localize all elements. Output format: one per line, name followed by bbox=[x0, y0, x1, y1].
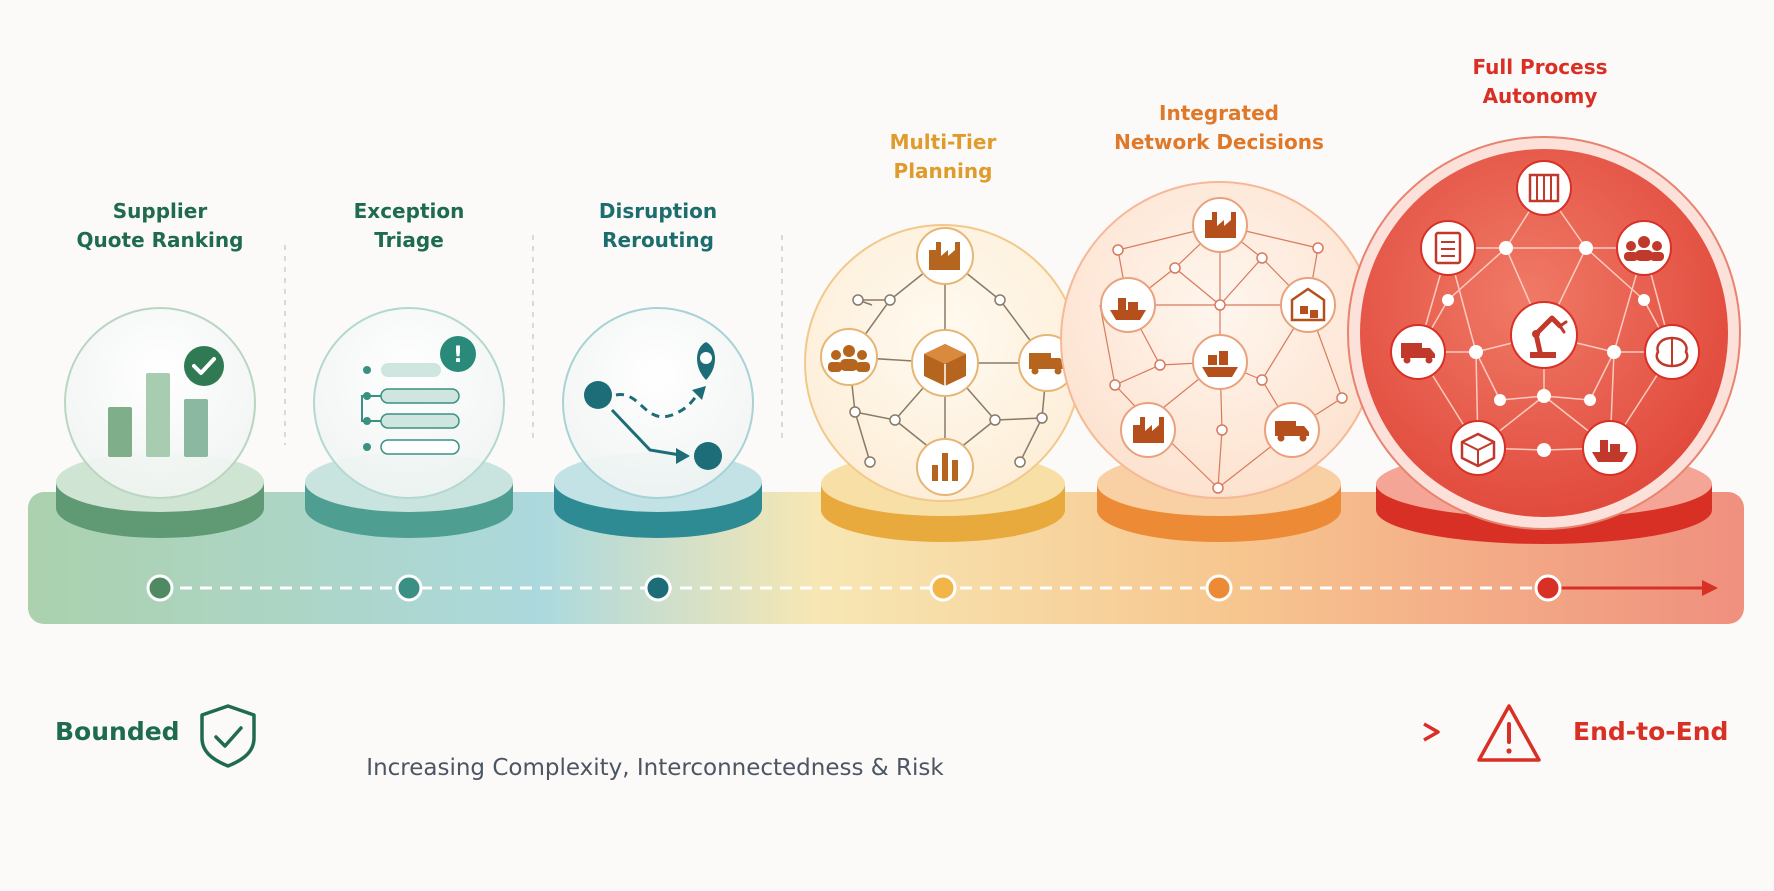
disruption-rerouting-sphere bbox=[562, 307, 754, 499]
timeline-node-3 bbox=[644, 574, 672, 602]
legend-right-label: End-to-End bbox=[1573, 717, 1729, 746]
reroute-path-icon bbox=[584, 342, 722, 470]
package-icon bbox=[911, 329, 979, 397]
cargo-ship-icon bbox=[1582, 420, 1638, 476]
factory-icon bbox=[916, 227, 974, 285]
robot-arm-icon bbox=[1510, 301, 1578, 369]
bar-chart-check-icon bbox=[108, 346, 224, 457]
timeline-node-2 bbox=[395, 574, 423, 602]
legend-shield-icon bbox=[200, 704, 256, 768]
legend-arrow-head bbox=[1423, 722, 1440, 742]
truck-icon bbox=[1390, 324, 1446, 380]
gate-icon bbox=[1516, 160, 1572, 216]
bar-chart-icon bbox=[916, 438, 974, 496]
team-icon bbox=[820, 328, 878, 386]
timeline-node-1 bbox=[146, 574, 174, 602]
alert-list-icon: ! bbox=[361, 336, 476, 455]
timeline bbox=[146, 574, 1718, 602]
ship-containers-icon bbox=[1192, 334, 1248, 390]
package-icon bbox=[1450, 420, 1506, 476]
factory-icon bbox=[1192, 197, 1248, 253]
timeline-node-4 bbox=[929, 574, 957, 602]
team-icon bbox=[1616, 220, 1672, 276]
timeline-node-6 bbox=[1534, 574, 1562, 602]
stage-separators bbox=[284, 235, 783, 445]
legend-warning-icon bbox=[1477, 704, 1541, 762]
warehouse-icon bbox=[1280, 277, 1336, 333]
cargo-ship-icon bbox=[1100, 277, 1156, 333]
supplier-quote-sphere bbox=[64, 307, 256, 499]
legend-caption: Increasing Complexity, Interconnectednes… bbox=[366, 755, 944, 781]
factory-icon bbox=[1120, 402, 1176, 458]
legend-left-label: Bounded bbox=[55, 717, 180, 746]
full-autonomy-sphere bbox=[1347, 136, 1741, 530]
svg-text:!: ! bbox=[453, 343, 463, 368]
checklist-icon bbox=[1420, 220, 1476, 276]
timeline-node-5 bbox=[1205, 574, 1233, 602]
multi-tier-network-sphere bbox=[804, 224, 1082, 502]
integrated-network-sphere bbox=[1060, 181, 1378, 499]
brain-icon bbox=[1644, 324, 1700, 380]
exception-triage-sphere: ! bbox=[313, 307, 505, 499]
truck-icon bbox=[1264, 402, 1320, 458]
